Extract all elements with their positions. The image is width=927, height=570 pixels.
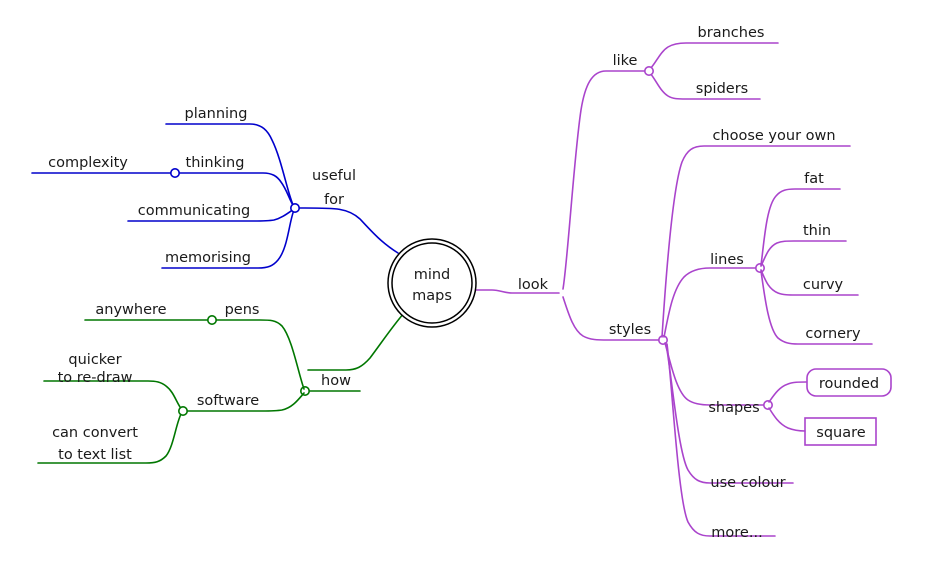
edge-software-to-quicker — [43, 380, 183, 411]
label-styles: styles — [609, 322, 651, 338]
label-memorising: memorising — [165, 250, 251, 266]
edge-look-to-like — [562, 70, 647, 290]
edge-shapes-to-rounded — [768, 381, 807, 403]
edge-styles-to-choose-your-own — [661, 145, 851, 338]
label-more: more... — [711, 525, 762, 541]
label-branches: branches — [698, 25, 765, 41]
label-square: square — [816, 425, 865, 441]
edge-useful-to-planning — [165, 123, 295, 208]
edge-root-to-look — [473, 289, 560, 294]
edge-how-to-pens — [211, 319, 305, 390]
label-pens: pens — [225, 302, 260, 318]
label-anywhere: anywhere — [95, 302, 166, 318]
label-like: like — [613, 53, 638, 69]
branch-useful-for[interactable]: useful for planning thinking complexity … — [31, 106, 399, 269]
label-how: how — [321, 373, 351, 389]
label-thin: thin — [803, 223, 831, 239]
label-complexity: complexity — [48, 155, 128, 171]
label-curvy: curvy — [803, 277, 844, 293]
node-useful-for[interactable] — [289, 203, 300, 214]
label-use-colour: use colour — [710, 475, 785, 491]
edge-root-to-how — [307, 312, 405, 371]
node-software[interactable] — [178, 405, 189, 416]
label-useful-for-line1: useful — [312, 168, 356, 184]
label-choose-your-own: choose your own — [712, 128, 835, 144]
node-shapes[interactable] — [762, 399, 773, 410]
edge-lines-to-cornery — [760, 270, 873, 345]
edge-styles-to-more — [666, 343, 776, 537]
label-rounded: rounded — [819, 376, 879, 392]
edge-software-to-convert — [37, 411, 183, 464]
shape-box-rounded[interactable] — [806, 368, 892, 397]
label-shapes: shapes — [708, 400, 759, 416]
label-lines: lines — [710, 252, 744, 268]
root-node[interactable]: mind maps — [387, 238, 477, 328]
shape-box-square[interactable] — [804, 417, 877, 446]
node-styles[interactable] — [657, 334, 668, 345]
label-software: software — [197, 393, 259, 409]
edge-useful-to-memorising — [161, 209, 295, 269]
edge-how-to-software — [187, 392, 305, 412]
edge-styles-to-lines — [663, 267, 758, 338]
label-planning: planning — [185, 106, 248, 122]
label-thinking: thinking — [186, 155, 245, 171]
node-thinking[interactable] — [170, 168, 181, 179]
node-lines[interactable] — [754, 262, 765, 273]
label-convert-line1: can convert — [52, 425, 138, 441]
edge-like-to-spiders — [649, 72, 761, 100]
edge-styles-to-shapes — [664, 342, 766, 406]
edge-useful-to-thinking — [175, 172, 295, 208]
node-pens[interactable] — [207, 314, 218, 325]
label-look: look — [518, 277, 549, 293]
edge-lines-to-curvy — [760, 269, 859, 296]
root-label-line2: maps — [412, 288, 452, 304]
label-fat: fat — [804, 171, 824, 187]
branch-look[interactable]: look like branches spiders styles choose… — [473, 25, 892, 541]
edge-useful-to-communicating — [127, 208, 295, 222]
label-quicker-line2: to re-draw — [58, 370, 133, 386]
root-circle-outer — [387, 238, 477, 328]
edge-look-to-styles — [562, 296, 660, 341]
edge-lines-to-fat — [760, 188, 841, 266]
edge-lines-to-thin — [760, 240, 847, 267]
label-useful-for-line2: for — [324, 192, 344, 208]
label-convert-line2: to text list — [58, 447, 132, 463]
edge-shapes-to-square — [768, 407, 806, 432]
node-like[interactable] — [643, 66, 654, 77]
root-label-line1: mind — [414, 267, 451, 283]
label-quicker-line1: quicker — [68, 352, 121, 368]
edge-root-to-useful-for — [295, 207, 399, 254]
label-cornery: cornery — [805, 326, 861, 342]
branch-how[interactable]: how pens anywhere software quicker to re… — [37, 302, 405, 464]
node-how[interactable] — [299, 385, 310, 396]
label-communicating: communicating — [138, 203, 250, 219]
root-circle-inner — [391, 242, 473, 324]
edge-like-to-branches — [649, 42, 779, 70]
label-spiders: spiders — [696, 81, 748, 97]
